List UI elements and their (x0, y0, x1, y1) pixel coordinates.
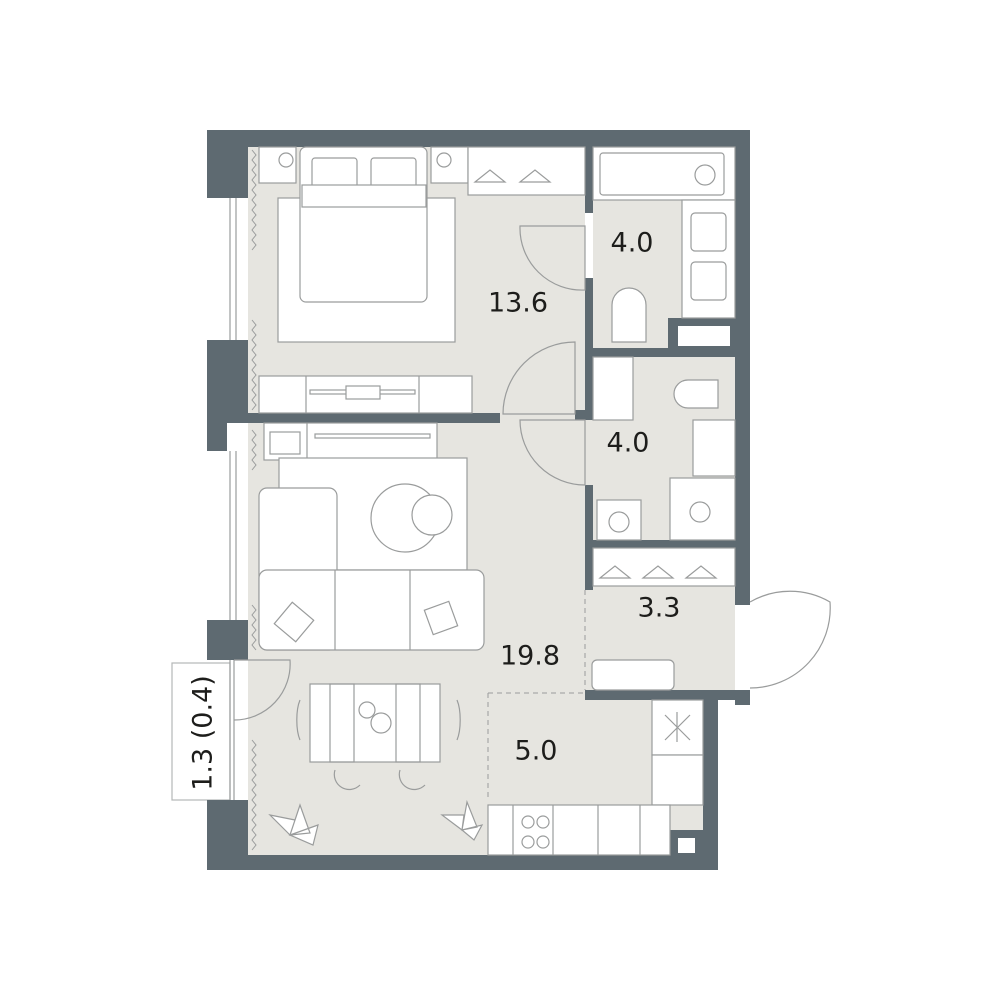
sink (651, 754, 704, 806)
sink (690, 212, 727, 252)
bathroom-2-door (519, 419, 586, 486)
hall-furniture (591, 547, 736, 691)
sink (692, 419, 736, 477)
bathroom-door (519, 225, 586, 291)
bedroom-area: 13.6 (488, 288, 548, 319)
nightstand (258, 146, 297, 184)
plant-icon (440, 799, 484, 841)
washing-machine (596, 499, 642, 541)
shower (669, 477, 736, 541)
wardrobe (467, 146, 586, 196)
bathroom-area: 4.0 (611, 228, 654, 259)
bathroom-furniture (592, 146, 736, 541)
toilet (611, 287, 647, 343)
hanger-icon (598, 565, 718, 579)
windows (207, 198, 248, 800)
hanger-icon (473, 169, 552, 183)
tv-stand (258, 375, 473, 414)
corridor-floor (500, 413, 593, 693)
doors (233, 225, 831, 800)
fridge (651, 699, 704, 756)
bedroom-furniture (258, 146, 586, 414)
plant-icon (268, 803, 319, 846)
area-labels: 13.6 4.0 4.0 3.3 19.8 5.0 1.3 (0.4) (188, 228, 681, 791)
hallway-area: 3.3 (638, 593, 681, 624)
living-furniture (258, 422, 485, 846)
shoe-bench (591, 659, 675, 691)
bathtub (592, 146, 736, 201)
balcony-door (233, 659, 291, 721)
dining-table (309, 683, 441, 763)
living-room-area: 19.8 (500, 641, 560, 672)
toilet (673, 379, 719, 409)
shelf (592, 356, 634, 421)
balcony-area: 1.3 (0.4) (188, 675, 219, 791)
entrance-door (749, 590, 831, 689)
kitchen-furniture (487, 699, 704, 856)
counter (487, 804, 671, 856)
sink (690, 261, 727, 301)
walls (207, 130, 750, 870)
bedroom-door (502, 341, 576, 415)
kitchen-area: 5.0 (515, 736, 558, 767)
bathroom-2-area: 4.0 (607, 428, 650, 459)
curtains (251, 149, 257, 851)
